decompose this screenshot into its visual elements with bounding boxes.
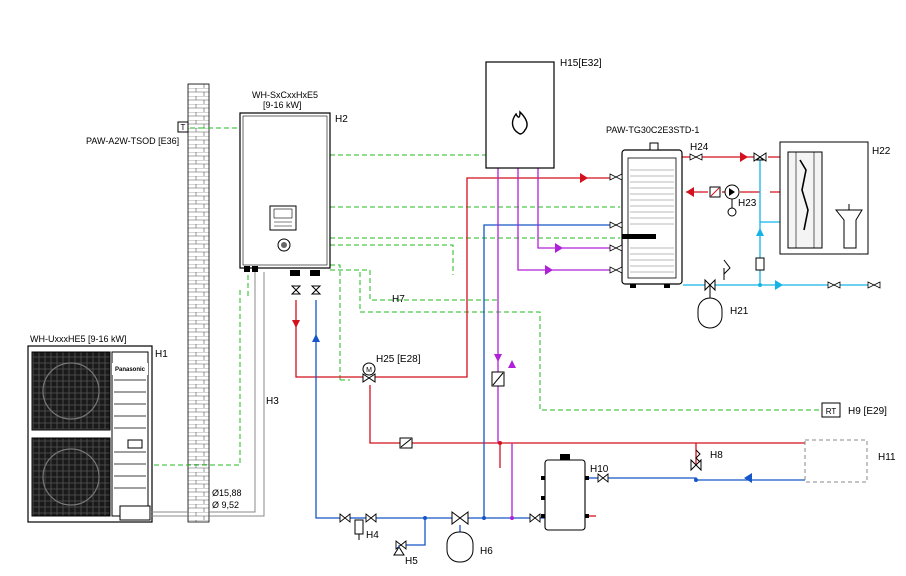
three-way-valve-h25	[362, 362, 376, 376]
boiler-pipes	[497, 168, 610, 518]
cold-water-arrows	[756, 228, 783, 290]
h24-tag: H24	[690, 142, 709, 153]
flame-icon	[511, 110, 528, 135]
refrigerant-lines	[209, 272, 265, 517]
expansion-vessel-h21	[697, 259, 731, 329]
expansion-vessel-h6	[446, 531, 474, 563]
brick-wall	[187, 83, 210, 523]
indoor-valves	[290, 285, 322, 295]
outdoor-sensor	[177, 121, 189, 133]
h7-tag: H7	[392, 294, 405, 305]
h25-tag: H25 [E28]	[376, 354, 421, 365]
gas-boiler	[485, 61, 555, 169]
pipe-diameter-large: Ø15,88	[212, 488, 242, 498]
h21-tag: H21	[730, 306, 749, 317]
rt-glyph: RT	[826, 407, 837, 416]
indoor-unit-power: [9-16 kW]	[263, 100, 302, 110]
tank-valves	[609, 153, 881, 289]
bathroom-fixtures	[779, 141, 869, 255]
brand-logo: Panasonic	[115, 367, 146, 373]
bypass-valve-h8	[690, 449, 702, 472]
cold-water-check-valve	[755, 257, 765, 271]
thermometer-icon	[727, 207, 737, 217]
h6-tag: H6	[480, 546, 493, 557]
sensor-name: PAW-A2W-TSOD [E36]	[86, 136, 179, 146]
indoor-unit-name: WH-SxCxxHxE5	[252, 90, 318, 100]
dhw-mixing-valve	[753, 152, 767, 162]
control-wiring	[150, 127, 820, 466]
drain-h5	[393, 546, 405, 556]
indoor-unit-tag: H2	[335, 114, 348, 125]
h10-tag: H10	[590, 464, 609, 475]
h23-tag: H23	[738, 198, 757, 209]
sensor-glyph: T	[181, 123, 186, 132]
dhw-tank	[621, 142, 683, 288]
return-arrows	[312, 334, 752, 483]
buffer-tank-h10	[541, 454, 589, 531]
motor-glyph: M	[366, 367, 372, 374]
return-valves	[339, 473, 609, 550]
outdoor-unit-name: WH-UxxxHE5 [9-16 kW]	[30, 334, 127, 344]
outdoor-unit-tag: H1	[155, 349, 168, 360]
h3-tag: H3	[266, 396, 279, 407]
strainer-h4	[354, 519, 364, 535]
indoor-unit	[239, 112, 331, 276]
three-way-valve-h6	[451, 511, 469, 525]
boiler-arrows	[494, 243, 563, 368]
pipe-junctions	[423, 478, 698, 520]
h4-tag: H4	[366, 530, 379, 541]
heating-circuit-h11	[804, 439, 868, 483]
flow-arrows	[292, 152, 748, 328]
room-thermostat	[821, 402, 841, 418]
pipe-diameter-small: Ø 9,52	[212, 500, 239, 510]
junction-dot	[498, 441, 502, 445]
h11-tag: H11	[878, 452, 896, 463]
h22-tag: H22	[872, 146, 891, 157]
h5-tag: H5	[405, 556, 418, 567]
outdoor-unit: Panasonic	[27, 345, 188, 523]
h9-tag: H9 [E29]	[848, 406, 887, 417]
tank-name: PAW-TG30C2E3STD-1	[606, 125, 699, 135]
h8-tag: H8	[710, 450, 723, 461]
boiler-tag: H15[E32]	[560, 58, 602, 69]
